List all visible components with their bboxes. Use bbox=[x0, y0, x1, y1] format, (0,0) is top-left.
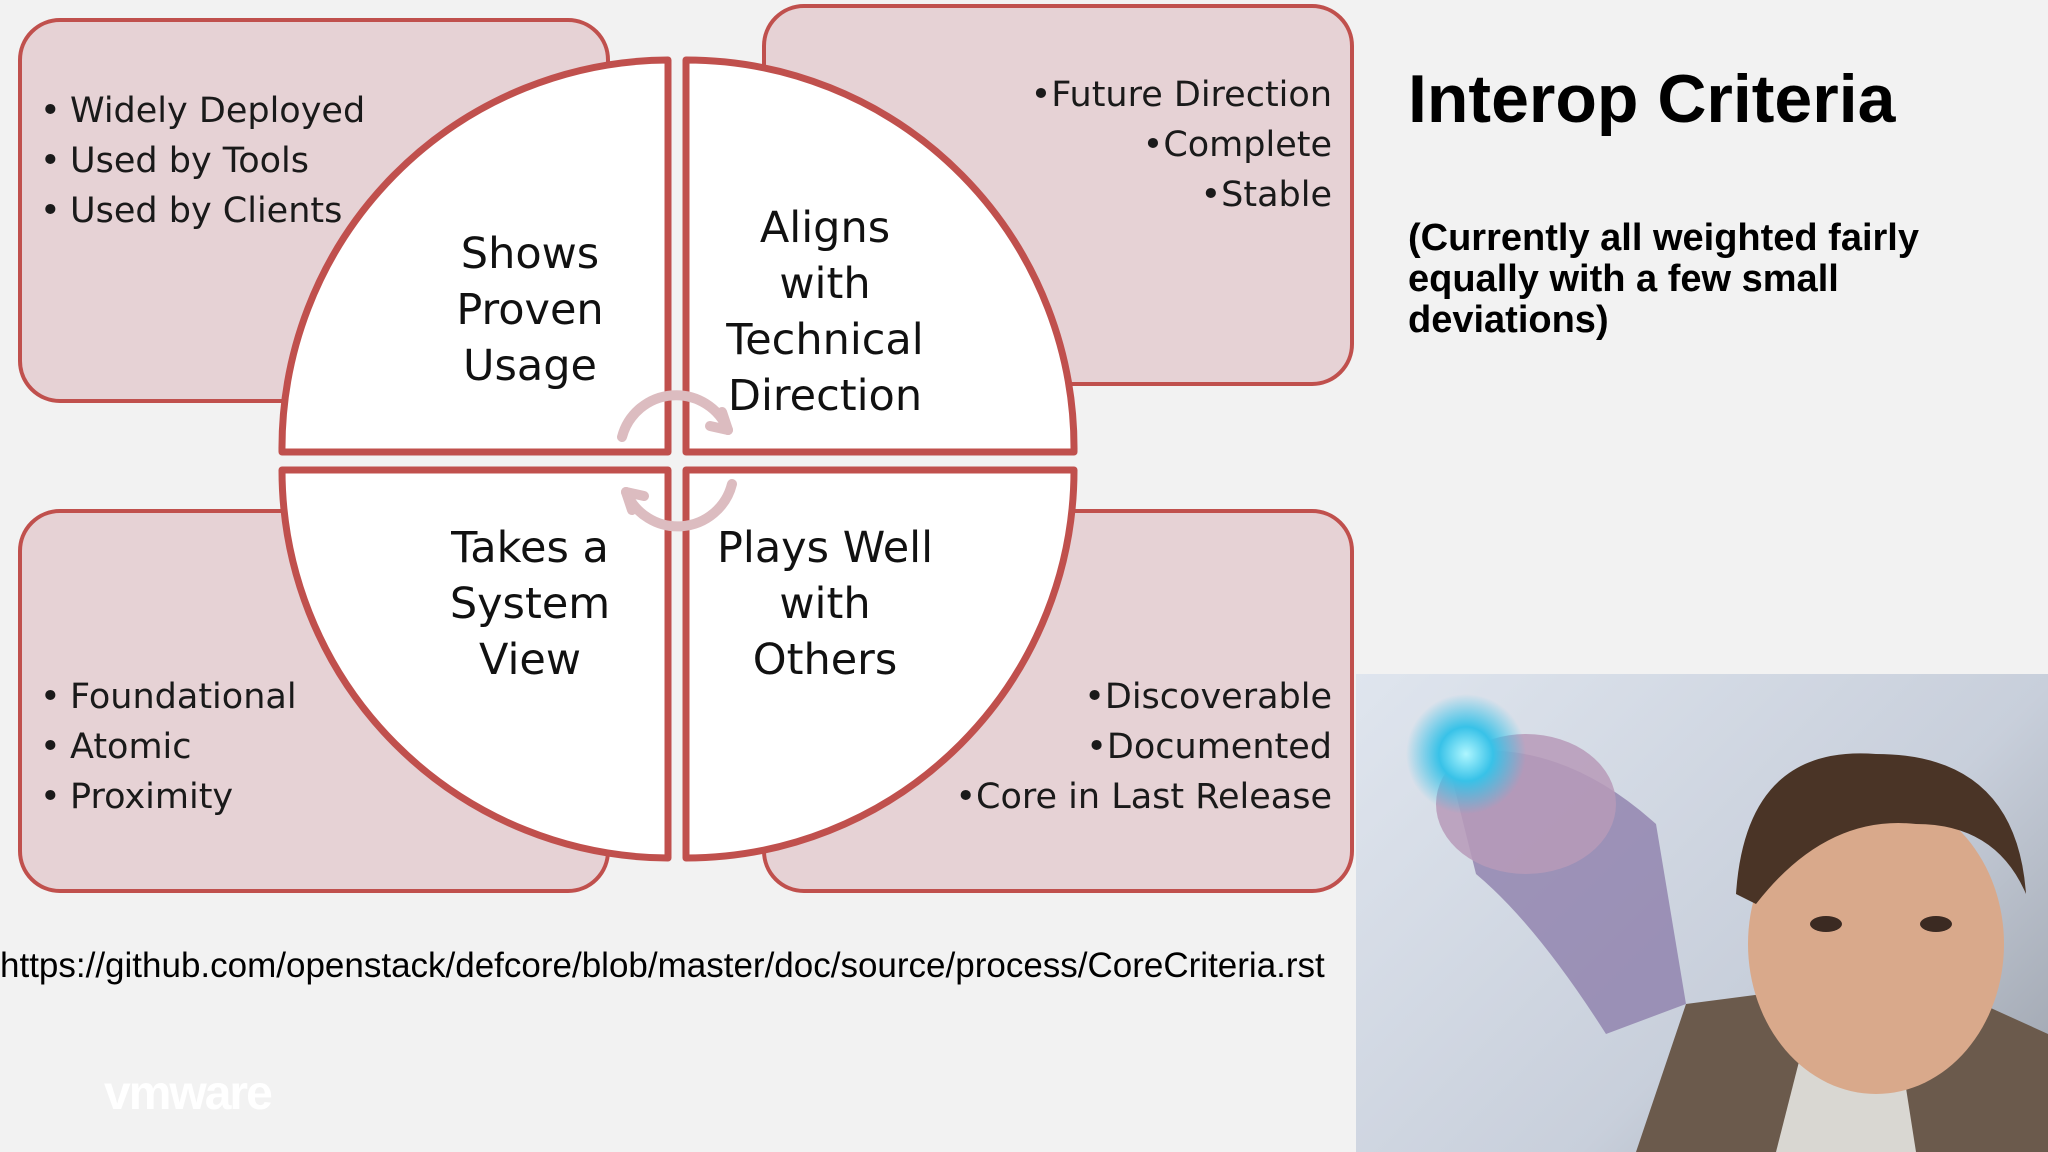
criteria-wheel bbox=[278, 56, 1078, 862]
wheel-quadrant-top-right bbox=[682, 56, 1078, 456]
source-url: https://github.com/openstack/defcore/blo… bbox=[0, 946, 1325, 985]
list-item: •Future Direction bbox=[1030, 75, 1332, 115]
face-shape bbox=[1748, 794, 2004, 1094]
technical-direction-list: •Future Direction •Complete •Stable bbox=[1021, 70, 1332, 220]
vmware-logo: vmware bbox=[104, 1067, 273, 1120]
slide-title: Interop Criteria bbox=[1408, 61, 1896, 137]
list-item: •Foundational bbox=[40, 677, 297, 717]
wheel-quadrant-bottom-right bbox=[682, 466, 1078, 862]
cycle-arrows-icon bbox=[617, 390, 737, 532]
person-pointing-photo bbox=[1356, 674, 2048, 1152]
wheel-quadrant-top-left bbox=[278, 56, 672, 456]
list-item: •Documented bbox=[1086, 727, 1332, 767]
list-item: •Complete bbox=[1142, 125, 1332, 165]
slide-subtitle: (Currently all weighted fairly equally w… bbox=[1408, 217, 1919, 341]
screwdriver-glow-icon bbox=[1406, 694, 1526, 814]
system-view-list: •Foundational •Atomic •Proximity bbox=[40, 672, 297, 822]
eye-right bbox=[1920, 916, 1952, 932]
plays-well-with-others-label: Plays Well with Others bbox=[716, 523, 934, 685]
proven-usage-list: •Widely Deployed •Used by Tools •Used by… bbox=[40, 86, 365, 236]
list-item: •Atomic bbox=[40, 727, 192, 767]
eye-left bbox=[1810, 916, 1842, 932]
list-item: •Core in Last Release bbox=[955, 777, 1332, 817]
list-item: •Used by Tools bbox=[40, 141, 310, 181]
takes-system-view-label: Takes a System View bbox=[449, 523, 611, 685]
wheel-quadrant-bottom-left bbox=[278, 466, 672, 862]
list-item: •Widely Deployed bbox=[40, 91, 366, 131]
list-item: •Stable bbox=[1200, 175, 1332, 215]
aligns-technical-direction-label: Aligns with Technical Direction bbox=[726, 203, 924, 421]
shows-proven-usage-label: Shows Proven Usage bbox=[456, 229, 604, 391]
list-item: •Discoverable bbox=[1084, 677, 1332, 717]
list-item: •Proximity bbox=[40, 777, 234, 817]
plays-well-list: •Discoverable •Documented •Core in Last … bbox=[946, 672, 1332, 822]
hair-shape bbox=[1736, 753, 2026, 904]
list-item: •Used by Clients bbox=[40, 191, 343, 231]
